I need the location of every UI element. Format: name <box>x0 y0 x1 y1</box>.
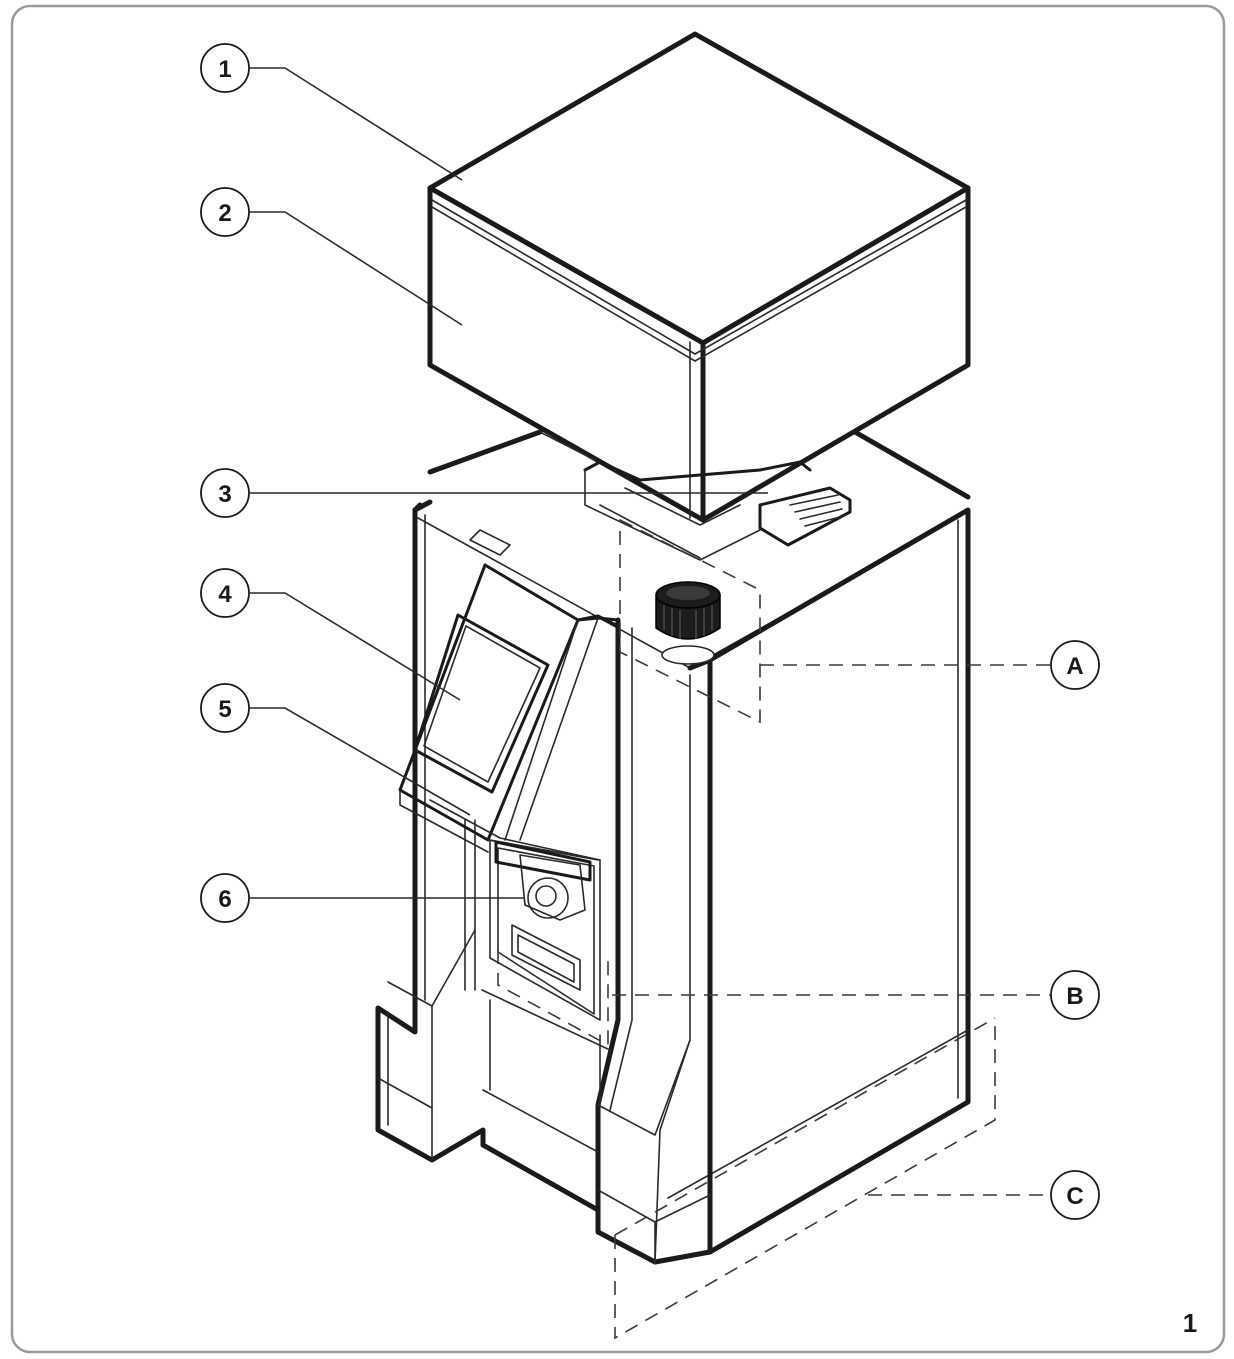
display-screen <box>413 613 550 794</box>
callout-c-label: C <box>1066 1183 1083 1210</box>
adjustment-knob <box>655 581 721 665</box>
callout-1-label: 1 <box>218 56 231 83</box>
figure-number: 1 <box>1183 1308 1197 1338</box>
region-c-dashed <box>614 1017 1050 1340</box>
callout-5: 5 <box>200 683 250 733</box>
callout-b-label: B <box>1066 983 1083 1010</box>
hopper <box>427 31 971 523</box>
region-b-dashed <box>497 950 1050 1047</box>
callout-5-label: 5 <box>218 696 231 723</box>
callout-2: 2 <box>200 187 250 237</box>
callout-1: 1 <box>200 43 250 93</box>
callout-4: 4 <box>200 568 250 618</box>
callout-3: 3 <box>200 468 250 518</box>
callout-c: C <box>1050 1170 1100 1220</box>
callout-4-label: 4 <box>218 581 232 608</box>
callout-3-label: 3 <box>218 481 231 508</box>
region-a-dashed <box>619 518 1050 724</box>
callout-2-label: 2 <box>218 200 231 227</box>
grinder-body <box>375 429 971 1265</box>
callout-6-label: 6 <box>218 886 231 913</box>
callout-6: 6 <box>200 873 250 923</box>
leader-lines <box>250 67 768 899</box>
callout-a-label: A <box>1066 653 1083 680</box>
callout-b: B <box>1050 970 1100 1020</box>
callout-a: A <box>1050 640 1100 690</box>
spout-area <box>489 839 601 1021</box>
